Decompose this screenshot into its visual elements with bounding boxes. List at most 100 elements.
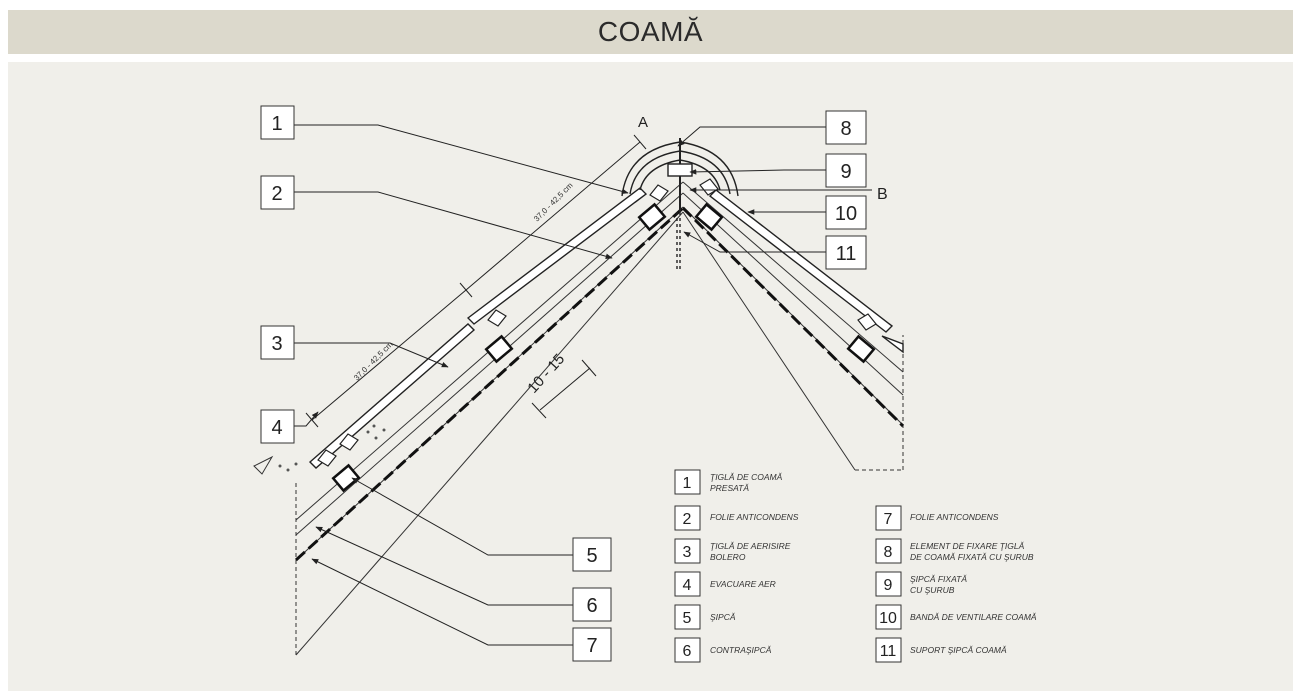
battens bbox=[331, 202, 876, 493]
leader-6 bbox=[315, 526, 573, 606]
callout-boxes bbox=[260, 105, 867, 662]
tile-left-lower bbox=[308, 323, 476, 469]
callout-num-1: 1 bbox=[271, 113, 282, 135]
leader-7 bbox=[311, 558, 573, 646]
dimensions bbox=[305, 134, 647, 428]
legend-text-3b: BOLERO bbox=[710, 552, 746, 562]
callout-box-11 bbox=[825, 235, 867, 270]
legend: 1 2 3 4 5 6 7 8 9 10 11 ŢIGLĂ DE COAMĂ P… bbox=[674, 469, 1037, 663]
legend-num-11: 11 bbox=[880, 643, 897, 660]
callout-box-10 bbox=[825, 195, 867, 230]
dim-gap-line bbox=[539, 367, 591, 411]
tile-left-upper bbox=[466, 187, 648, 325]
hook-6 bbox=[857, 313, 877, 331]
point-label-a: A bbox=[638, 114, 648, 131]
leader-lines bbox=[294, 124, 872, 646]
callout-num-6: 6 bbox=[586, 595, 597, 617]
hook-5 bbox=[699, 178, 719, 196]
legend-num-1: 1 bbox=[683, 475, 692, 492]
title-bar: COAMĂ bbox=[8, 10, 1293, 54]
leader-3 bbox=[294, 342, 449, 368]
legend-numbers: 1 2 3 4 5 6 7 8 9 10 11 bbox=[683, 475, 897, 660]
air-dots bbox=[278, 424, 386, 472]
diagram-frame: COAMĂ bbox=[8, 10, 1293, 691]
callout-num-2: 2 bbox=[271, 183, 282, 205]
leader-11 bbox=[683, 231, 826, 253]
batten-4 bbox=[694, 202, 724, 232]
leader-1 bbox=[294, 124, 629, 195]
legend-num-5: 5 bbox=[683, 610, 692, 627]
legend-texts: ŢIGLĂ DE COAMĂ PRESATĂ FOLIE ANTICONDENS… bbox=[710, 472, 1037, 655]
page-title: COAMĂ bbox=[597, 16, 704, 47]
dim-upper-label: 37,0 - 42,5 cm bbox=[532, 181, 575, 224]
legend-text-8b: DE COAMĂ FIXATĂ CU ŞURUB bbox=[910, 552, 1034, 562]
ridge-batten bbox=[667, 163, 693, 177]
legend-text-8a: ELEMENT DE FIXARE ŢIGLĂ bbox=[910, 541, 1025, 551]
legend-num-3: 3 bbox=[683, 544, 692, 561]
legend-num-2: 2 bbox=[683, 511, 692, 528]
anticondens-foil-left bbox=[294, 206, 685, 562]
point-label-b: B bbox=[877, 186, 888, 203]
dim-upper-tick-2 bbox=[633, 134, 647, 150]
hook-2 bbox=[339, 433, 359, 451]
leader-8 bbox=[677, 126, 826, 147]
legend-text-9a: ŞIPCĂ FIXATĂ bbox=[910, 574, 967, 584]
rafter-right bbox=[682, 211, 856, 471]
hook-1 bbox=[317, 449, 337, 467]
legend-text-1b: PRESATĂ bbox=[710, 483, 749, 493]
drawing-panel bbox=[8, 62, 1293, 691]
callout-num-4: 4 bbox=[271, 417, 282, 439]
tile-right-lower bbox=[881, 335, 904, 354]
hook-4 bbox=[649, 184, 669, 202]
legend-num-8: 8 bbox=[884, 544, 893, 561]
leader-4 bbox=[294, 411, 319, 427]
legend-boxes bbox=[674, 469, 902, 663]
legend-text-6: CONTRAŞIPCĂ bbox=[710, 645, 772, 655]
legend-num-9: 9 bbox=[884, 577, 893, 594]
tile-line-right bbox=[682, 181, 904, 373]
roof-structure bbox=[295, 181, 904, 656]
dim-lower-line bbox=[311, 289, 467, 421]
rafter-left bbox=[295, 211, 684, 656]
roof-tiles bbox=[308, 187, 904, 469]
legend-text-11: SUPORT ŞIPCĂ COAMĂ bbox=[910, 645, 1007, 655]
batten-line-left bbox=[295, 192, 684, 536]
callout-num-9: 9 bbox=[840, 161, 851, 183]
callout-box-4 bbox=[260, 409, 295, 444]
dim-gap-tick-2 bbox=[581, 359, 597, 377]
leader-2 bbox=[294, 191, 613, 259]
dim-lower-label: 37,0 - 42,5 cm bbox=[352, 340, 395, 383]
legend-text-10: BANDĂ DE VENTILARE COAMĂ bbox=[910, 612, 1037, 622]
dim-upper-line bbox=[465, 141, 641, 291]
legend-text-7: FOLIE ANTICONDENS bbox=[910, 512, 999, 522]
legend-text-9b: CU ŞURUB bbox=[910, 585, 955, 595]
legend-text-4: EVACUARE AER bbox=[710, 579, 776, 589]
legend-text-1a: ŢIGLĂ DE COAMĂ bbox=[710, 472, 783, 482]
leader-5 bbox=[351, 477, 573, 556]
callout-box-8 bbox=[825, 110, 867, 145]
legend-text-5: ŞIPCĂ bbox=[710, 612, 736, 622]
callout-box-7 bbox=[572, 627, 612, 662]
batten-2 bbox=[484, 334, 514, 364]
legend-num-4: 4 bbox=[683, 577, 692, 594]
batten-1 bbox=[331, 463, 361, 493]
callout-box-6 bbox=[572, 587, 612, 622]
legend-text-2: FOLIE ANTICONDENS bbox=[710, 512, 799, 522]
hook-3 bbox=[487, 309, 507, 327]
callout-num-10: 10 bbox=[835, 203, 857, 225]
callout-box-1 bbox=[260, 105, 295, 140]
callout-numbers: 1 2 3 4 5 6 7 8 9 10 11 bbox=[271, 113, 857, 657]
callout-num-5: 5 bbox=[586, 545, 597, 567]
callout-num-8: 8 bbox=[840, 118, 851, 140]
callout-num-3: 3 bbox=[271, 333, 282, 355]
leader-9 bbox=[689, 169, 826, 175]
batten-3 bbox=[637, 202, 667, 232]
legend-num-6: 6 bbox=[683, 643, 692, 660]
callout-num-7: 7 bbox=[586, 635, 597, 657]
air-flow-arrow-icon bbox=[253, 455, 274, 475]
legend-num-10: 10 bbox=[879, 610, 897, 627]
callout-num-11: 11 bbox=[836, 243, 857, 265]
tile-hooks bbox=[317, 178, 877, 467]
dim-gap-tick-1 bbox=[531, 402, 547, 419]
